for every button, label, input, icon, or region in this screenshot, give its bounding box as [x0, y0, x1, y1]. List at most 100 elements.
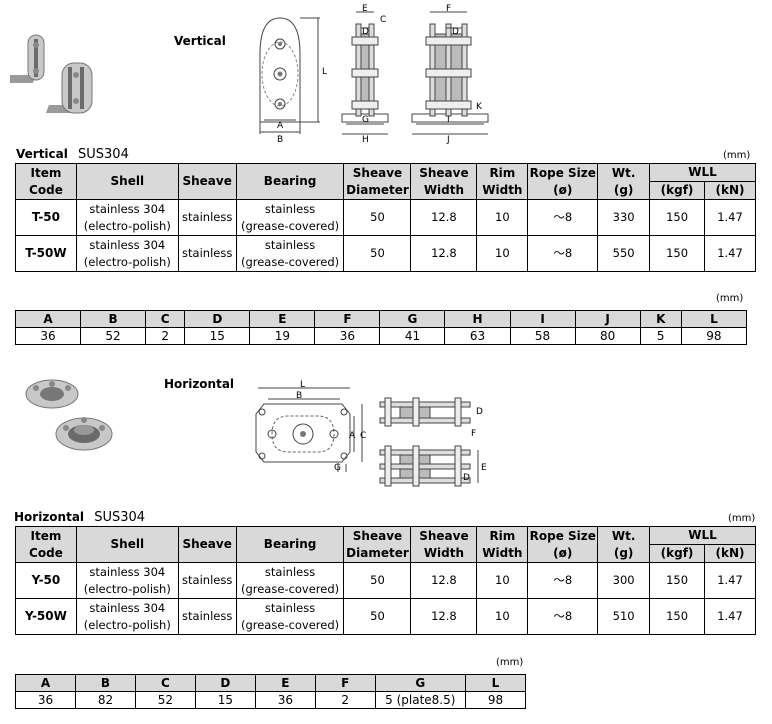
- dim-label-L: L: [322, 67, 327, 77]
- horizontal-label: Horizontal: [14, 510, 85, 524]
- item-code: Y-50: [15, 562, 77, 599]
- dim-label-H: H: [362, 135, 369, 144]
- width-cell: 12.8: [410, 199, 478, 236]
- dim-label-D: D: [476, 407, 483, 417]
- bearing-cell: stainless(grease-covered): [235, 598, 345, 635]
- bearing-cell: stainless(grease-covered): [235, 562, 345, 599]
- width-cell: 12.8: [410, 235, 478, 272]
- shell-cell: stainless 304(electro-polish): [75, 598, 179, 635]
- header-sheave: Sheave: [177, 163, 237, 200]
- dim-label-G: G: [334, 463, 341, 473]
- dim-header-f: F: [314, 310, 381, 328]
- header-bearing: Bearing: [235, 526, 345, 563]
- vertical-material: SUS304: [78, 147, 129, 162]
- dim-header-d: D: [184, 310, 251, 328]
- kgf-cell: 150: [649, 235, 705, 272]
- header-shell: Shell: [75, 163, 179, 200]
- kgf-cell: 150: [649, 199, 705, 236]
- dim-value-g: 41: [379, 327, 446, 345]
- dim-value-a: 36: [15, 691, 76, 709]
- bearing-cell: stainless(grease-covered): [235, 235, 345, 272]
- kn-cell: 1.47: [704, 598, 756, 635]
- header-sheave: Sheave: [177, 526, 237, 563]
- dim-header-b: B: [74, 674, 136, 692]
- dim-label-C: C: [380, 15, 386, 25]
- dim-value-b: 52: [80, 327, 147, 345]
- dim-value-k: 5: [639, 327, 682, 345]
- horizontal-spec-title: Horizontal SUS304: [14, 510, 145, 525]
- dim-value-b: 82: [74, 691, 136, 709]
- rope-cell: ～8: [527, 598, 599, 635]
- kgf-cell: 150: [649, 562, 705, 599]
- dim-value-f: 36: [314, 327, 381, 345]
- rim-cell: 10: [476, 235, 529, 272]
- header-shell: Shell: [75, 526, 179, 563]
- header-kgf: (kgf): [649, 544, 705, 563]
- kgf-cell: 150: [649, 598, 705, 635]
- dim-value-i: 58: [509, 327, 576, 345]
- dim-header-a: A: [15, 674, 76, 692]
- dim-label-G: G: [362, 115, 369, 125]
- dim-value-e: 36: [254, 691, 316, 709]
- vertical-technical-drawing: L A B E C D G H F D K I J: [259, 4, 489, 144]
- dim-header-e: E: [254, 674, 316, 692]
- rope-cell: ～8: [527, 199, 599, 236]
- kn-cell: 1.47: [704, 562, 756, 599]
- rim-cell: 10: [476, 199, 529, 236]
- header-kn: (kN): [704, 181, 756, 200]
- vertical-heading: Vertical: [174, 34, 226, 48]
- dim-label-E: E: [481, 463, 487, 473]
- header-weight: Wt.(g): [597, 526, 651, 563]
- dim-value-f: 2: [314, 691, 376, 709]
- dim-label-A: A: [349, 431, 356, 441]
- horizontal-unit: (mm): [728, 513, 756, 524]
- dim-value-d: 15: [194, 691, 256, 709]
- dim-value-l: 98: [680, 327, 748, 345]
- width-cell: 12.8: [410, 598, 478, 635]
- dim-header-c: C: [145, 310, 186, 328]
- horizontal-dim-unit: (mm): [496, 657, 524, 668]
- dim-header-k: K: [639, 310, 682, 328]
- dim-value-c: 2: [145, 327, 186, 345]
- dim-value-d: 15: [184, 327, 251, 345]
- dim-header-g: G: [379, 310, 446, 328]
- dim-header-d: D: [194, 674, 256, 692]
- vertical-product-photo: [10, 34, 93, 114]
- dim-label-I: I: [447, 115, 450, 125]
- diameter-cell: 50: [343, 199, 412, 236]
- horizontal-material: SUS304: [94, 510, 146, 525]
- shell-cell: stainless 304(electro-polish): [75, 562, 179, 599]
- dim-label-E: E: [362, 4, 368, 14]
- table-row: T-50 stainless 304(electro-polish) stain…: [15, 199, 756, 236]
- dim-label-J: J: [446, 135, 450, 144]
- shell-cell: stainless 304(electro-polish): [75, 199, 179, 236]
- horizontal-technical-drawing: L B A C G D F E D: [255, 380, 487, 487]
- dim-value-j: 80: [574, 327, 641, 345]
- item-code: T-50W: [15, 235, 77, 272]
- horizontal-heading: Horizontal: [164, 377, 235, 391]
- weight-cell: 330: [597, 199, 651, 236]
- shell-cell: stainless 304(electro-polish): [75, 235, 179, 272]
- dim-header-l: L: [680, 310, 748, 328]
- dim-label-L: L: [300, 380, 305, 390]
- dim-label-D2: D: [452, 27, 459, 37]
- header-wll: WLL: [649, 526, 756, 545]
- diameter-cell: 50: [343, 598, 412, 635]
- rim-cell: 10: [476, 598, 529, 635]
- dim-value-c: 52: [134, 691, 196, 709]
- vertical-dim-unit: (mm): [716, 293, 744, 304]
- dim-label-K: K: [476, 102, 483, 112]
- horizontal-product-photo: [25, 379, 113, 451]
- dim-label-F: F: [446, 4, 451, 14]
- weight-cell: 510: [597, 598, 651, 635]
- dim-header-f: F: [314, 674, 376, 692]
- table-row: Y-50W stainless 304(electro-polish) stai…: [15, 598, 756, 635]
